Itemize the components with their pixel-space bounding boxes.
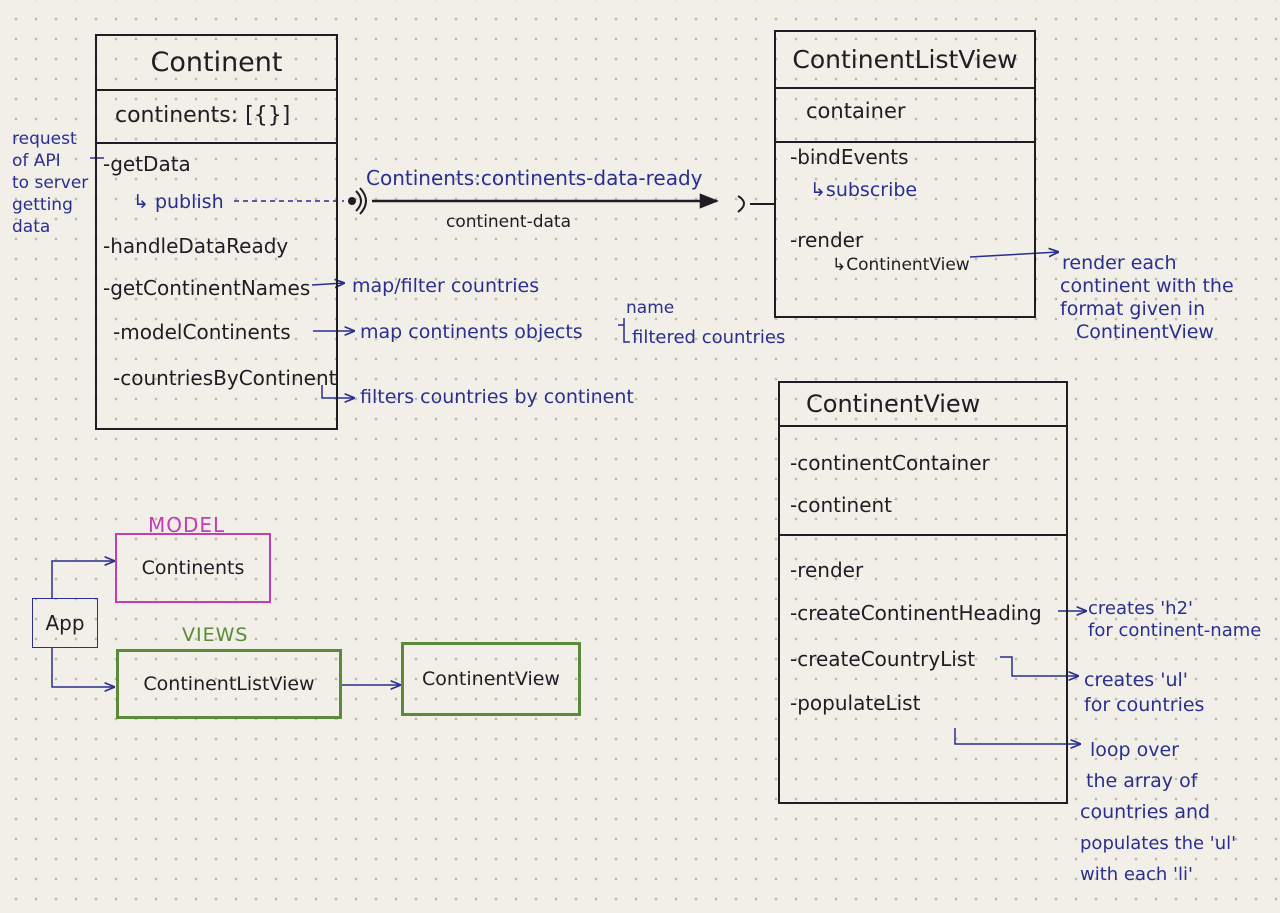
method-createcontinentheading: -createContinentHeading — [790, 601, 1042, 625]
continent-class-attributes: continents: [{}] — [97, 91, 336, 144]
note-render-line-1: render each — [1062, 252, 1177, 274]
note-field-name: name — [626, 298, 675, 318]
note-creates-h2: creates 'h2' for continent-name — [1088, 598, 1261, 642]
continent-view-box: ContinentView — [401, 642, 581, 716]
method-getcontinentnames: -getContinentNames — [103, 276, 311, 300]
event-channel-label: Continents:continents-data-ready — [366, 166, 703, 190]
note-map-objects: map continents objects — [360, 321, 583, 343]
note-api-line-4: getting — [12, 195, 73, 215]
app-box: App — [32, 598, 98, 648]
continent-attribute: continents: [{}] — [115, 103, 291, 128]
model-continents-box: Continents — [115, 533, 271, 603]
event-payload-label: continent-data — [446, 212, 572, 232]
attr-continentcontainer: -continentContainer — [790, 451, 990, 475]
note-render-each: render each continent with the format gi… — [1060, 252, 1234, 344]
method-render-view: -render — [790, 558, 864, 582]
note-h2-line-2: for continent-name — [1088, 620, 1262, 641]
views-label: VIEWS — [182, 624, 249, 646]
method-bindevents: -bindEvents — [790, 145, 909, 169]
note-loop-line-1: loop over — [1090, 739, 1179, 761]
method-render-continentview: ↳ContinentView — [832, 255, 970, 275]
method-publish: ↳ publish — [133, 191, 224, 213]
continent-view-title: ContinentView — [780, 383, 1066, 427]
note-loop-line-5: with each 'li' — [1080, 864, 1193, 885]
note-api-line-1: request — [12, 129, 77, 149]
note-ul-line-1: creates 'ul' — [1084, 669, 1189, 691]
note-creates-ul: creates 'ul' for countries — [1084, 668, 1204, 718]
note-loop-line-2: the array of — [1086, 770, 1198, 792]
note-loop-over: loop over the array of countries and pop… — [1080, 735, 1236, 890]
method-createcountrylist: -createCountryList — [790, 647, 976, 671]
note-loop-line-3: countries and — [1080, 801, 1211, 823]
note-api-request: request of API to server getting data — [12, 128, 88, 238]
note-api-line-5: data — [12, 217, 51, 237]
note-filter-by-continent: filters countries by continent — [360, 386, 634, 408]
note-api-line-3: to server — [12, 173, 89, 193]
continent-list-view-title: ContinentListView — [776, 32, 1034, 89]
note-map-filter: map/filter countries — [352, 275, 540, 297]
method-handledataready: -handleDataReady — [103, 234, 289, 258]
method-modelcontinents: -modelContinents — [113, 320, 291, 344]
continent-view-class-box: ContinentView -continentContainer -conti… — [778, 381, 1068, 804]
note-loop-line-4: populates the 'ul' — [1080, 833, 1237, 854]
method-getdata: -getData — [103, 152, 191, 176]
note-render-line-4: ContinentView — [1076, 321, 1214, 343]
method-subscribe: ↳subscribe — [810, 179, 918, 201]
container-attribute: container — [806, 99, 906, 123]
publish-socket — [348, 197, 356, 205]
note-render-line-2: continent with the — [1060, 275, 1234, 297]
continent-list-view-class-box: ContinentListView container -bindEvents … — [774, 30, 1036, 318]
continent-list-view-attributes: container — [776, 89, 1034, 143]
method-countriesbycontinent: -countriesByContinent — [113, 366, 337, 390]
continent-list-view-box: ContinentListView — [116, 649, 342, 719]
continent-class-box: Continent continents: [{}] -getData ↳ pu… — [95, 34, 338, 430]
note-field-filtered: filtered countries — [632, 327, 786, 348]
note-api-line-2: of API — [12, 151, 61, 171]
method-render-list: -render — [790, 228, 864, 252]
continent-class-title: Continent — [97, 36, 336, 91]
subscriber-cup — [737, 195, 745, 213]
continent-view-attributes: -continentContainer -continent — [780, 427, 1066, 536]
method-populatelist: -populateList — [790, 691, 921, 715]
note-h2-line-1: creates 'h2' — [1088, 598, 1193, 619]
note-ul-line-2: for countries — [1084, 694, 1205, 716]
attr-continent: -continent — [790, 493, 893, 517]
note-render-line-3: format given in — [1060, 298, 1206, 320]
